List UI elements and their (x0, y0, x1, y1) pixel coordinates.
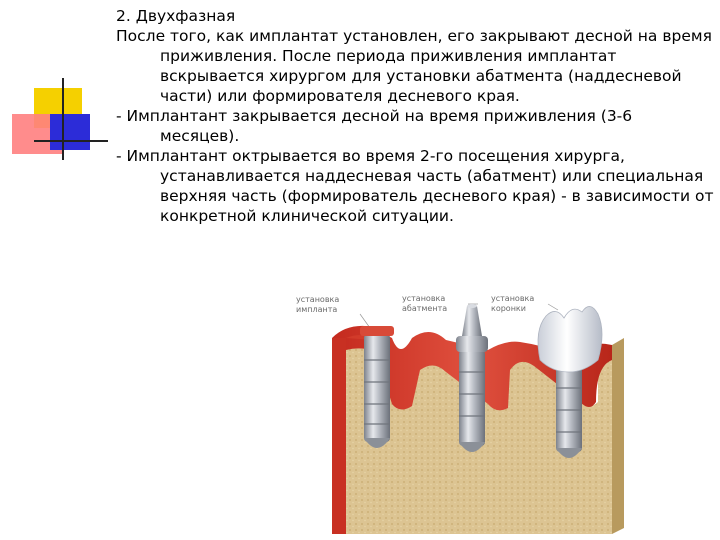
implant-3-with-crown (537, 306, 603, 458)
decor-horizontal-line (34, 140, 108, 142)
leader-line-3 (547, 303, 559, 311)
label-stage-3-line1: установка (491, 294, 534, 303)
decor-vertical-line (62, 78, 64, 160)
label-stage-2-line2: абатмента (402, 304, 447, 313)
implant-1 (360, 326, 394, 448)
decor-blue-square (50, 114, 90, 150)
paragraph-bullet-2: - Имплантант октрывается во время 2-го п… (116, 147, 714, 225)
slide-heading: 2. Двухфазная (116, 7, 236, 25)
leader-line-1 (359, 313, 371, 329)
label-stage-1-line2: имплантa (296, 305, 337, 314)
label-stage-3-line2: коронки (491, 304, 526, 313)
label-stage-1-line1: установка (296, 295, 339, 304)
paragraph-intro: После того, как имплантат установлен, ег… (116, 27, 712, 105)
slide-text: 2. Двухфазная После того, как имплантат … (116, 6, 716, 226)
crown (537, 306, 603, 373)
paragraph-bullet-1: - Имплантант закрывается десной на время… (116, 107, 633, 145)
label-stage-2-line1: установка (402, 294, 445, 303)
implant-2-with-abutment (456, 304, 488, 452)
